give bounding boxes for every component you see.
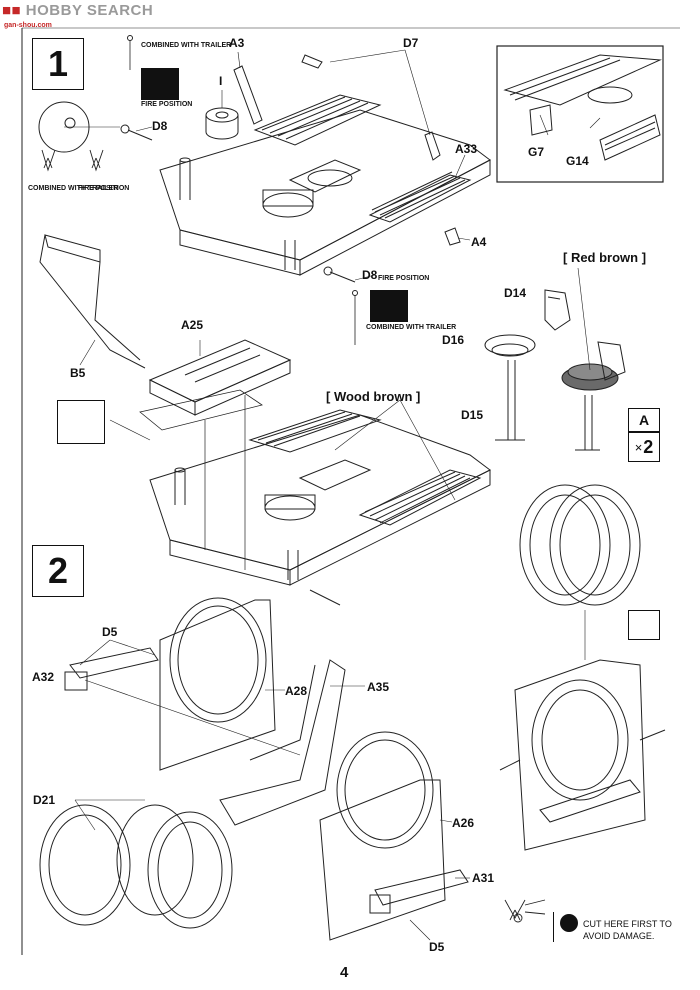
part-label-a33: A33	[455, 142, 478, 156]
page-number: 4	[340, 964, 349, 981]
part-label-d15: D15	[461, 408, 484, 422]
paint-wood-brown: [ Wood brown ]	[326, 389, 421, 404]
assembled-right	[499, 659, 666, 851]
cut-warning-line1: CUT HERE FIRST TO	[583, 919, 672, 929]
sub-assembly-letter: A	[628, 408, 660, 432]
part-label-d16: D16	[442, 333, 465, 347]
part-label-a35: A35	[367, 680, 390, 694]
step-2-box: 2	[32, 545, 84, 597]
part-label-d21: D21	[33, 793, 56, 807]
part-label-d14: D14	[504, 286, 527, 300]
a25-plate	[139, 339, 292, 431]
a32-arm	[64, 639, 301, 756]
cut-warning-divider	[553, 912, 578, 942]
a26-plate	[319, 731, 453, 941]
d21-wheels	[39, 799, 233, 929]
part-label-a3: A3	[229, 36, 245, 50]
sub-assembly-multiplier: ×2	[628, 432, 660, 462]
part-label-a4: A4	[471, 235, 487, 249]
note-fire-position-3: FIRE POSITION	[378, 275, 430, 282]
paint-red-brown: [ Red brown ]	[563, 250, 647, 265]
part-label-i: I	[219, 74, 223, 88]
part-label-a25: A25	[181, 318, 204, 332]
note-fire-position: FIRE POSITION	[141, 101, 193, 108]
part-label-d5-lower: D5	[429, 940, 445, 954]
no-glue-icon	[57, 400, 105, 444]
a28-plate	[159, 597, 285, 771]
a31-arm	[369, 869, 470, 941]
part-label-a32: A32	[32, 670, 55, 684]
wheel-top-right	[519, 484, 641, 660]
part-label-d8: D8	[152, 119, 168, 133]
warning-dot-icon	[560, 914, 578, 932]
part-label-d5: D5	[102, 625, 118, 639]
part-label-a28: A28	[285, 684, 308, 698]
fire-position-icon	[141, 68, 179, 100]
note-fire-position-2: FIRE POSITION	[78, 185, 130, 192]
detail-circle	[38, 101, 120, 172]
chassis-lower	[149, 395, 491, 606]
part-label-d8-lower: D8	[362, 268, 378, 282]
note-combined-trailer-3: COMBINED WITH TRAILER	[366, 324, 457, 331]
no-glue-icon-2	[628, 610, 660, 640]
fire-position-icon-2	[370, 290, 408, 322]
part-label-g14: G14	[566, 154, 589, 168]
cut-warning-line2: AVOID DAMAGE.	[583, 931, 655, 941]
note-combined-trailer: COMBINED WITH TRAILER	[141, 42, 232, 49]
step-1-box: 1	[32, 38, 84, 90]
watermark-logo: ■■ HOBBY SEARCH	[2, 2, 154, 19]
inset-box	[496, 45, 664, 183]
a35-part	[219, 659, 365, 826]
cut-snips	[504, 899, 546, 923]
watermark-url: gan-shou.com	[4, 22, 52, 29]
seat-parts	[484, 267, 626, 451]
part-label-b5: B5	[70, 366, 86, 380]
note-combined-trailer-2: COMBINED WITH TRAILER	[28, 185, 119, 192]
tow-arm	[39, 234, 151, 441]
chassis-upper	[120, 35, 491, 345]
part-label-a31: A31	[472, 871, 495, 885]
part-label-g7: G7	[528, 145, 545, 159]
part-label-a26: A26	[452, 816, 475, 830]
part-label-d7: D7	[403, 36, 419, 50]
